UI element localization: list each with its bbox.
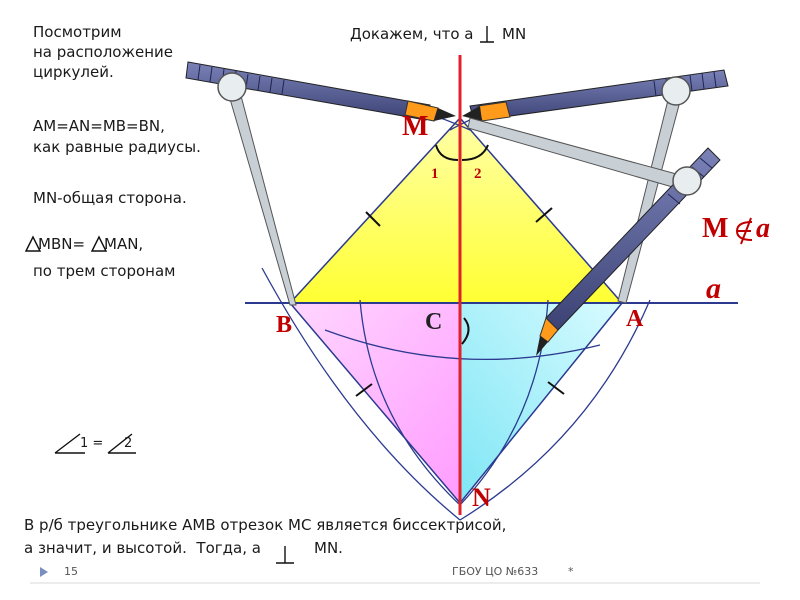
left-text-line4: AM=AN=MB=BN, [33, 117, 165, 135]
arc-3 [359, 299, 461, 506]
angle-mark-c [461, 317, 470, 345]
label-not-in-m: M [702, 213, 729, 244]
footer-arrow-icon [40, 567, 48, 577]
tick-mb [365, 211, 381, 227]
top-title-tail: MN [502, 25, 527, 43]
triangle-symbol-2 [90, 235, 108, 252]
footer-school: ГБОУ ЦО №633 [452, 565, 539, 578]
bottom-text-line1: В р/б треугольнике АМВ отрезок МС являет… [24, 516, 507, 534]
left-text-line5: как равные радиусы. [33, 138, 201, 156]
angle-equality-num2: 2 [124, 436, 133, 451]
left-text-tri-eq: MBN= [38, 235, 86, 253]
left-text-line8: по трем сторонам [33, 262, 176, 280]
tick-an [547, 381, 565, 395]
label-angle-2: 2 [474, 166, 482, 182]
label-m: M [402, 111, 429, 142]
angle-mark-2 [461, 144, 489, 161]
tick-bn [355, 383, 373, 397]
bottom-text-line2-tail: MN. [314, 539, 343, 557]
label-n: N [472, 483, 491, 512]
left-text-line3: циркулей. [33, 63, 114, 81]
left-text-line2: на расположение [33, 43, 174, 61]
perp-symbol-top [480, 26, 494, 43]
perp-symbol-bottom [276, 546, 294, 564]
footer-page-number: 15 [64, 565, 78, 578]
top-title: Докажем, что a [350, 25, 474, 43]
left-text-tri-eq2: MAN, [104, 235, 144, 253]
triangle-symbol-1 [24, 235, 42, 252]
arc-5 [459, 299, 651, 521]
tick-ma [535, 207, 553, 223]
not-in-symbol [735, 217, 753, 245]
compass-left [185, 61, 456, 306]
angle-equality: 1 = [80, 436, 104, 451]
label-b: B [276, 312, 293, 338]
bottom-text-line2: а значит, и высотой. Тогда, a [24, 539, 261, 557]
label-a-point: A [626, 306, 644, 332]
angle-symbol-2 [107, 433, 136, 454]
label-not-in-a: a [756, 213, 770, 244]
left-text-line1: Посмотрим [33, 23, 122, 41]
angle-symbol-1 [54, 433, 85, 454]
compass-bottom [536, 147, 721, 356]
angle-mark-1 [435, 144, 459, 161]
label-c: C [425, 309, 443, 335]
label-line-a: a [706, 272, 721, 305]
footer-star: * [568, 565, 574, 578]
left-text-line6: MN-общая сторона. [33, 189, 187, 207]
arc-1 [261, 267, 461, 521]
label-angle-1: 1 [431, 166, 439, 182]
